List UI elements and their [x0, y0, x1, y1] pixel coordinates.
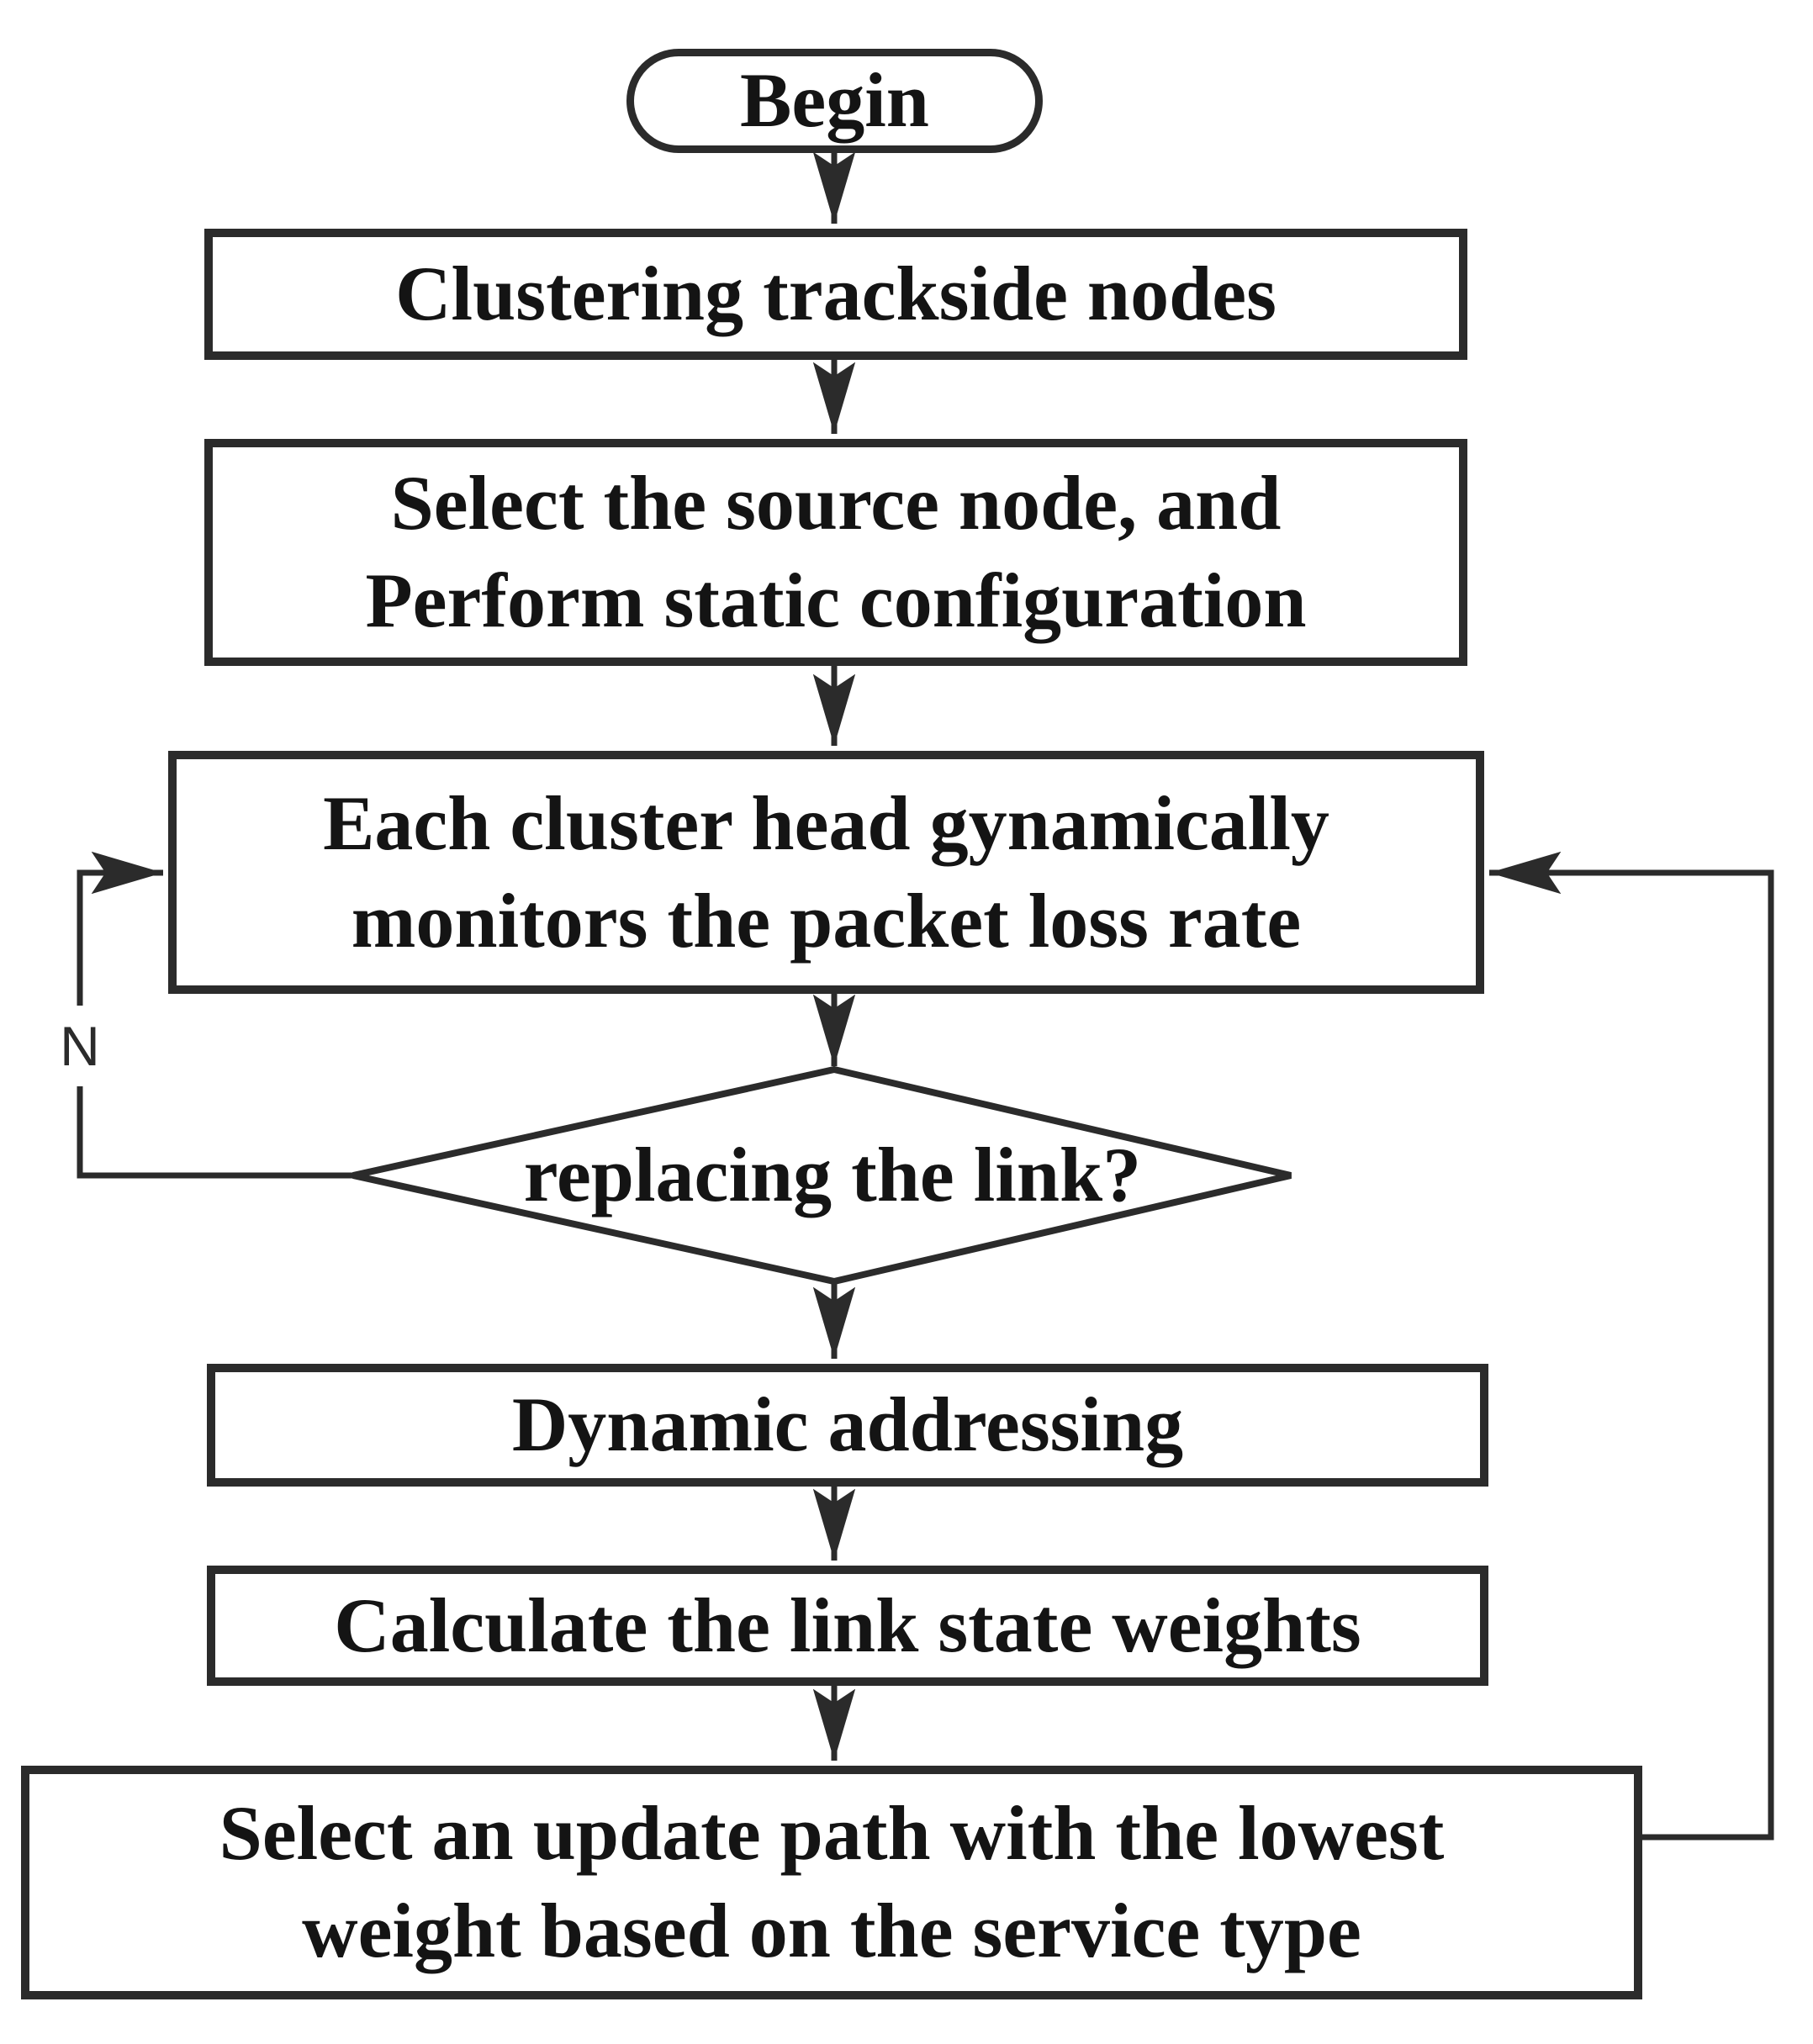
node-select-path-line1: Select an update path with the lowest [219, 1790, 1445, 1877]
node-monitor-line2: monitors the packet loss rate [351, 877, 1302, 964]
node-monitor-line1: Each cluster head gynamically [323, 779, 1329, 866]
node-calculate-weights: Calculate the link state weights [207, 1566, 1488, 1686]
node-begin: Begin [626, 49, 1043, 153]
decision-no-branch-label: N [46, 1006, 114, 1086]
node-decision-label: replacing the link? [366, 1093, 1299, 1258]
node-calculate-weights-label: Calculate the link state weights [334, 1582, 1361, 1668]
node-select-source: Select the source node, and Perform stat… [204, 439, 1467, 666]
node-select-source-line2: Perform static configuration [365, 557, 1307, 643]
node-select-source-line1: Select the source node, and [390, 460, 1282, 547]
node-clustering-label: Clustering trackside nodes [395, 251, 1276, 337]
node-monitor: Each cluster head gynamically monitors t… [168, 751, 1484, 994]
node-clustering: Clustering trackside nodes [204, 229, 1467, 360]
node-begin-label: Begin [740, 57, 929, 144]
arrow-feedback-loop-to-monitor [1488, 851, 1774, 1841]
node-dynamic-addressing: Dynamic addressing [207, 1364, 1488, 1487]
node-select-update-path: Select an update path with the lowest we… [21, 1766, 1642, 1999]
node-select-path-line2: weight based on the service type [302, 1888, 1361, 1973]
decision-question-text: replacing the link? [523, 1132, 1142, 1218]
node-dynamic-addressing-label: Dynamic addressing [511, 1381, 1184, 1468]
no-branch-text: N [60, 1015, 100, 1077]
